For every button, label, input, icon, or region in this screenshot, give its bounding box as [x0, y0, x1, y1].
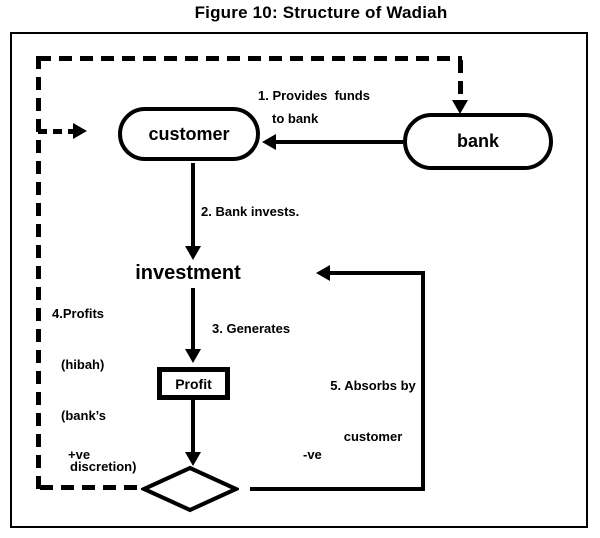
edge-investment-to-profit [191, 288, 195, 350]
label-step3: 3. Generates [212, 321, 291, 336]
arrowhead-left-to-investment-icon [316, 265, 330, 281]
dashed-line-to-bank [458, 60, 463, 102]
node-profit-label: Profit [175, 375, 212, 392]
node-customer-label: customer [148, 123, 230, 144]
label-step5: 5. Absorbs by customer [318, 343, 428, 479]
edge-bank-to-customer [274, 140, 403, 144]
node-investment: investment [135, 262, 241, 284]
arrowhead-left-to-customer-icon [262, 134, 276, 150]
edge-customer-to-investment [191, 163, 195, 247]
label-step4: 4.Profits (hibah) (bank’s discretion) [52, 271, 136, 509]
dashed-line-bottom [40, 485, 142, 490]
dashed-line-top [38, 56, 462, 61]
label-step4-line3: (bank’s [61, 408, 107, 423]
figure-title: Figure 10: Structure of Wadiah [194, 3, 448, 22]
arrowhead-right-to-customer-icon [73, 123, 87, 139]
arrowhead-down-to-profit-icon [185, 349, 201, 363]
edge-right-vertical [421, 271, 425, 491]
label-negative: -ve [303, 447, 322, 462]
edge-feedback-to-investment [329, 271, 425, 275]
decision-diamond [141, 465, 239, 513]
node-profit: Profit [157, 367, 230, 400]
label-step4-line1: 4.Profits [52, 306, 105, 321]
edge-decision-to-right [250, 487, 425, 491]
label-step1-line2: to bank [272, 111, 319, 126]
arrowhead-down-to-bank-icon [452, 100, 468, 114]
node-bank-label: bank [456, 131, 499, 151]
dashed-line-left [36, 56, 41, 490]
label-step5-line1: 5. Absorbs by [330, 378, 416, 393]
node-bank: bank [403, 113, 553, 170]
node-customer: customer [118, 107, 260, 161]
diagram-frame [10, 32, 588, 528]
arrowhead-down-to-investment-icon [185, 246, 201, 260]
label-step2: 2. Bank invests. [201, 204, 300, 219]
arrowhead-down-to-decision-icon [185, 452, 201, 466]
label-step1-line1: 1. Provides funds [258, 88, 370, 103]
label-positive: +ve [68, 447, 91, 462]
label-step4-line2: (hibah) [61, 357, 105, 372]
label-step5-line2: customer [343, 429, 403, 444]
dashed-branch-to-customer [38, 129, 74, 134]
label-step4-line4: discretion) [70, 459, 137, 474]
edge-profit-to-decision [191, 400, 195, 453]
